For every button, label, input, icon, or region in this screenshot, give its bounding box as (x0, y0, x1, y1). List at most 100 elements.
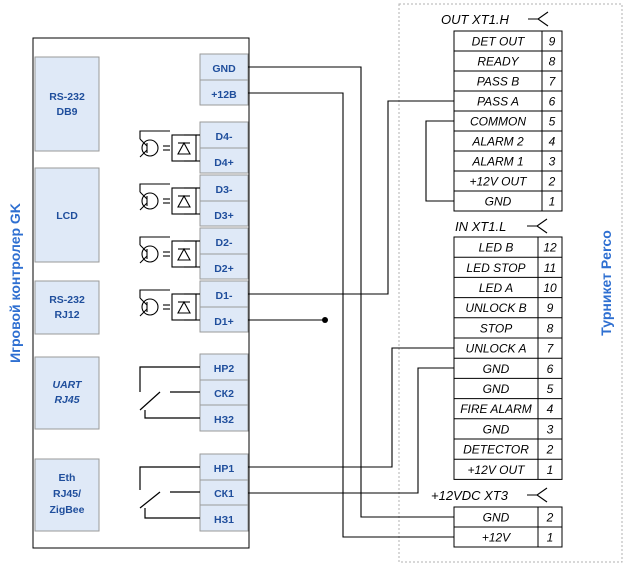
terminal-gnd: GND (212, 63, 236, 75)
in-row-pin: 8 (547, 321, 554, 335)
optocouplers (139, 130, 200, 321)
terminal-d1-plus: D1+ (214, 316, 234, 328)
out-row-pin: 9 (549, 35, 556, 49)
turnstile-title: Турникет Perco (598, 230, 614, 336)
terminal-block-d4: D4- D4+ (199, 121, 249, 174)
terminal-nc1: НЗ1 (214, 514, 234, 526)
out-row-label: GND (485, 195, 512, 209)
module-label: ZigBee (49, 504, 84, 516)
wire-no1 (248, 347, 454, 468)
in-header: IN XT1.L (455, 219, 506, 234)
in-row-label: LED A (479, 281, 513, 295)
in-row-pin: 1 (547, 463, 554, 477)
out-row-pin: 2 (548, 175, 556, 189)
in-row-label: LED STOP (466, 261, 525, 275)
pwr-connector-icon (527, 487, 548, 503)
in-row-label: +12V OUT (467, 463, 526, 477)
terminal-d1-minus: D1- (216, 290, 233, 302)
terminal-block-d1: D1- D1+ (199, 280, 249, 333)
module-label: RJ45/ (53, 488, 81, 500)
out-row-pin: 6 (549, 95, 556, 109)
terminal-12v: +12В (211, 89, 237, 101)
module-rs232-db9: RS-232 DB9 (34, 56, 100, 152)
optocoupler-icon (139, 289, 200, 321)
out-row-label: +12V OUT (469, 175, 528, 189)
terminal-block-d2: D2- D2+ (199, 227, 249, 280)
terminal-block-relay2: НР2 СК2 НЗ2 (199, 353, 249, 432)
out-row-pin: 8 (549, 55, 556, 69)
terminal-com2: СК2 (214, 388, 234, 400)
out-connector-icon (528, 11, 549, 27)
optocoupler-icon (139, 236, 200, 268)
terminal-nc2: НЗ2 (214, 414, 234, 426)
module-eth-zigbee: Eth RJ45/ ZigBee (34, 458, 100, 532)
module-label: LCD (56, 210, 78, 222)
terminal-block-d3: D3- D3+ (199, 174, 249, 227)
terminal-block-power: GND +12В (199, 53, 249, 106)
in-row-label: GND (483, 382, 510, 396)
pwr-row-pin: 1 (547, 531, 554, 545)
module-label: RS-232 (49, 91, 85, 103)
in-row-pin: 7 (547, 342, 555, 356)
out-row-label: PASS A (477, 95, 519, 109)
module-rs232-rj12: RS-232 RJ12 (34, 280, 100, 335)
relay2-contact-symbol (139, 366, 200, 419)
out-row-label: COMMON (470, 115, 526, 129)
in-row-pin: 10 (543, 281, 557, 295)
out-header: OUT XT1.H (441, 12, 510, 27)
in-row-pin: 11 (544, 261, 556, 275)
wire-com1 (248, 367, 454, 494)
out-row-label: PASS B (477, 75, 519, 89)
out-row-pin: 4 (549, 135, 556, 149)
in-row-label: DETECTOR (463, 443, 529, 457)
module-label: Eth (59, 472, 76, 484)
pwr-row-label: GND (483, 511, 510, 525)
in-row-pin: 9 (547, 301, 554, 315)
out-row-pin: 7 (549, 75, 557, 89)
terminal-block-relay1: НР1 СК1 НЗ1 (199, 453, 249, 532)
junction-dot (322, 317, 328, 323)
in-row-pin: 2 (546, 443, 554, 457)
out-row-label: ALARM 1 (471, 155, 523, 169)
wire-gnd (248, 66, 454, 518)
terminal-no1: НР1 (214, 463, 235, 475)
in-connector-icon (527, 218, 548, 234)
in-row-label: GND (483, 422, 510, 436)
terminal-d2-plus: D2+ (214, 263, 234, 275)
in-row-label: STOP (480, 321, 512, 335)
controller-title: Игровой контролер GK (7, 203, 23, 363)
module-label: RJ12 (54, 309, 79, 321)
terminal-no2: НР2 (214, 363, 235, 375)
module-label: DB9 (56, 106, 77, 118)
in-row-label: GND (483, 362, 510, 376)
module-label: RJ45 (54, 394, 79, 406)
terminal-d2-minus: D2- (216, 237, 233, 249)
optocoupler-icon (139, 130, 200, 162)
wire-d1-minus (248, 100, 454, 295)
in-row-label: UNLOCK A (466, 342, 527, 356)
turnstile-region (398, 3, 623, 563)
in-row-pin: 5 (547, 382, 554, 396)
terminal-com1: СК1 (214, 488, 234, 500)
in-row-label: UNLOCK B (465, 301, 526, 315)
module-lcd: LCD (34, 167, 100, 263)
terminal-d4-plus: D4+ (214, 157, 234, 169)
pwr-header: +12VDC XT3 (431, 488, 509, 503)
module-label: UART (53, 379, 84, 391)
in-row-label: FIRE ALARM (460, 402, 532, 416)
wire-common-gnd (425, 120, 454, 202)
pwr-row-label: +12V (482, 531, 511, 545)
wires (248, 66, 454, 538)
in-row-label: LED B (479, 241, 514, 255)
wire-12v (248, 92, 454, 538)
terminal-d4-minus: D4- (216, 131, 233, 143)
in-row-pin: 3 (547, 422, 554, 436)
out-row-pin: 3 (549, 155, 556, 169)
out-row-pin: 5 (549, 115, 556, 129)
optocoupler-icon (139, 183, 200, 215)
terminal-d3-plus: D3+ (214, 210, 234, 222)
out-row-label: READY (477, 55, 519, 69)
